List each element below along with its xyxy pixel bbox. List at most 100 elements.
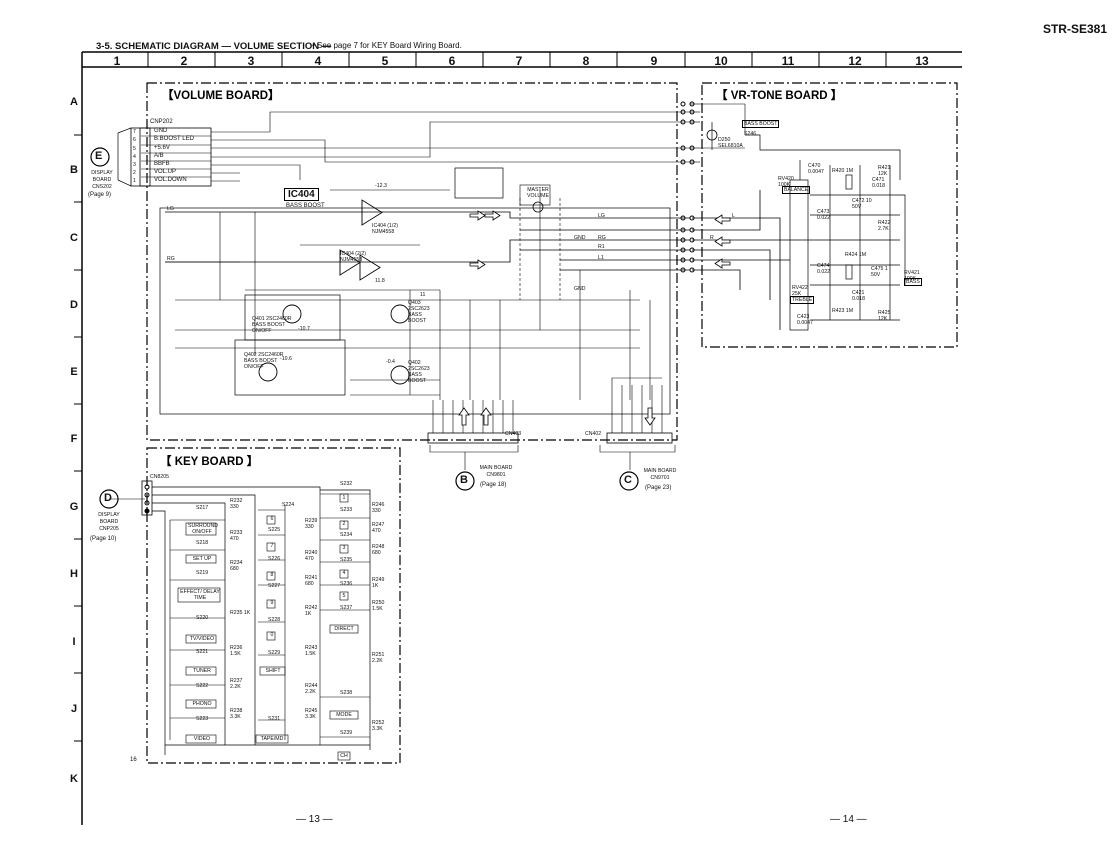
resistor-label: R251 2.2K <box>372 652 385 664</box>
key-label[interactable]: TAPE/MD <box>260 736 284 742</box>
ref-E-line3: CNS202 <box>92 184 112 190</box>
key-label[interactable]: SURROUND ON/OFF <box>188 523 218 535</box>
key-switch-number: S219 <box>196 570 209 576</box>
voltage-label: -10.6 <box>280 356 292 362</box>
ref-D-line1: DISPLAY <box>98 512 120 518</box>
pin-number: 5 <box>133 146 136 152</box>
column-label: 4 <box>314 54 322 68</box>
resistor-label: R250 1.5K <box>372 600 385 612</box>
resistor-label: R246 330 <box>372 502 385 514</box>
row-label: I <box>72 636 76 648</box>
key-label[interactable]: 0 <box>270 632 274 638</box>
key-label[interactable]: 1 <box>342 495 346 501</box>
key-label[interactable]: VIDEO <box>193 736 211 742</box>
resistor-label: R425 12K <box>878 310 891 322</box>
ref-E-line2: BOARD <box>92 177 112 183</box>
key-switch-number: S231 <box>268 716 281 722</box>
resistor-label: R241 680 <box>305 575 318 587</box>
capacitor-label: C474 0.022 <box>817 263 830 275</box>
pin-name: BBFB <box>154 161 170 167</box>
transistor-label: Q402 2SC2623 BASS BOOST <box>408 360 430 384</box>
ref-B-letter: B <box>460 474 468 486</box>
row-label: F <box>70 433 78 445</box>
resistor-label: R234 680 <box>230 560 243 572</box>
key-switch-number: S234 <box>340 532 353 538</box>
key-label[interactable]: 8 <box>270 572 274 578</box>
row-label: E <box>70 366 78 378</box>
column-label: 8 <box>582 54 590 68</box>
key-switch-number: S229 <box>268 650 281 656</box>
key-switch-number: S237 <box>340 605 353 611</box>
key-label[interactable]: MODE <box>336 712 352 718</box>
resistor-label: R252 3.3K <box>372 720 385 732</box>
voltage-label: 11.8 <box>375 278 385 284</box>
switch-label: S246 <box>744 131 757 137</box>
capacitor-label: C473 0.022 <box>817 209 830 221</box>
corner-number: 16 <box>130 757 137 763</box>
key-label[interactable]: 7 <box>270 543 274 549</box>
ref-B-line1: MAIN BOARD <box>479 465 513 471</box>
rail-label: LG <box>167 206 174 212</box>
ref-E-page: (Page 9) <box>88 192 112 198</box>
key-switch-number: S217 <box>196 505 209 511</box>
resistor-label: R424 1M <box>845 252 867 258</box>
row-label: A <box>70 96 78 108</box>
key-label[interactable]: EFFECT/ DELAY TIME <box>180 589 220 601</box>
resistor-label: RV421 100K <box>904 270 920 282</box>
resistor-label: R420 1M <box>832 168 854 174</box>
column-label: 7 <box>515 54 523 68</box>
voltage-label: -10.7 <box>298 326 310 332</box>
bass-boost-label: BASS BOOST <box>286 203 325 209</box>
key-label[interactable]: 6 <box>270 516 274 522</box>
volume-board-title: 【VOLUME BOARD】 <box>162 89 280 102</box>
column-label: 11 <box>781 54 795 68</box>
key-label[interactable]: SHIFT <box>265 668 281 674</box>
pin-number: 3 <box>133 162 136 168</box>
pin-number: 1 <box>133 178 136 184</box>
capacitor-label: C475 1 50V <box>871 266 888 278</box>
ref-C-line2: CN9701 <box>650 475 670 481</box>
key-switch-number: S218 <box>196 540 209 546</box>
rail-label: LG <box>598 213 605 219</box>
cn402-label: CN402 <box>585 431 602 437</box>
key-label[interactable]: TUNER <box>193 668 211 674</box>
resistor-label: R239 330 <box>305 518 318 530</box>
ref-E-line1: DISPLAY <box>91 170 113 176</box>
resistor-label: R232 330 <box>230 498 243 510</box>
key-label[interactable]: PHONO <box>192 701 212 707</box>
bass-label: BASS <box>904 278 922 286</box>
key-label[interactable]: 4 <box>342 570 346 576</box>
key-switch-number: S224 <box>282 502 295 508</box>
resistor-label: R244 2.2K <box>305 683 318 695</box>
resistor-label: R248 680 <box>372 544 385 556</box>
capacitor-label: C470 0.0047 <box>808 163 824 175</box>
capacitor-label: C423 0.0047 <box>797 314 813 326</box>
key-label[interactable]: DIRECT <box>334 626 354 632</box>
resistor-label: R236 1.5K <box>230 645 243 657</box>
ic-text: IC404 (1/2) NJM4558 <box>372 223 398 235</box>
resistor-label: R422 2.7K <box>878 220 891 232</box>
key-connector-label: CN8205 <box>150 474 170 480</box>
pin-name: VOL.DOWN <box>154 177 187 183</box>
resistor-label: R238 3.3K <box>230 708 243 720</box>
key-label[interactable]: 3 <box>342 545 346 551</box>
key-label[interactable]: 2 <box>342 521 346 527</box>
resistor-label: R247 470 <box>372 522 385 534</box>
column-label: 5 <box>381 54 389 68</box>
ref-D-letter: D <box>104 492 112 504</box>
key-label[interactable]: TV/VIDEO <box>189 636 215 642</box>
key-label[interactable]: CH <box>340 753 348 759</box>
key-switch-number: S227 <box>268 583 281 589</box>
resistor-label: R245 3.3K <box>305 708 318 720</box>
resistor-label: R240 470 <box>305 550 318 562</box>
key-switch-number: S222 <box>196 683 209 689</box>
rail-label: RG <box>167 256 175 262</box>
key-label[interactable]: SET UP <box>192 556 212 562</box>
key-label[interactable]: 9 <box>270 600 274 606</box>
row-label: J <box>70 703 78 715</box>
key-label[interactable]: 5 <box>342 593 346 599</box>
section-title: 3-5. SCHEMATIC DIAGRAM — VOLUME SECTION … <box>96 41 332 52</box>
master-volume-label: MASTER VOLUME <box>527 187 549 199</box>
voltage-label: 11 <box>420 292 426 298</box>
